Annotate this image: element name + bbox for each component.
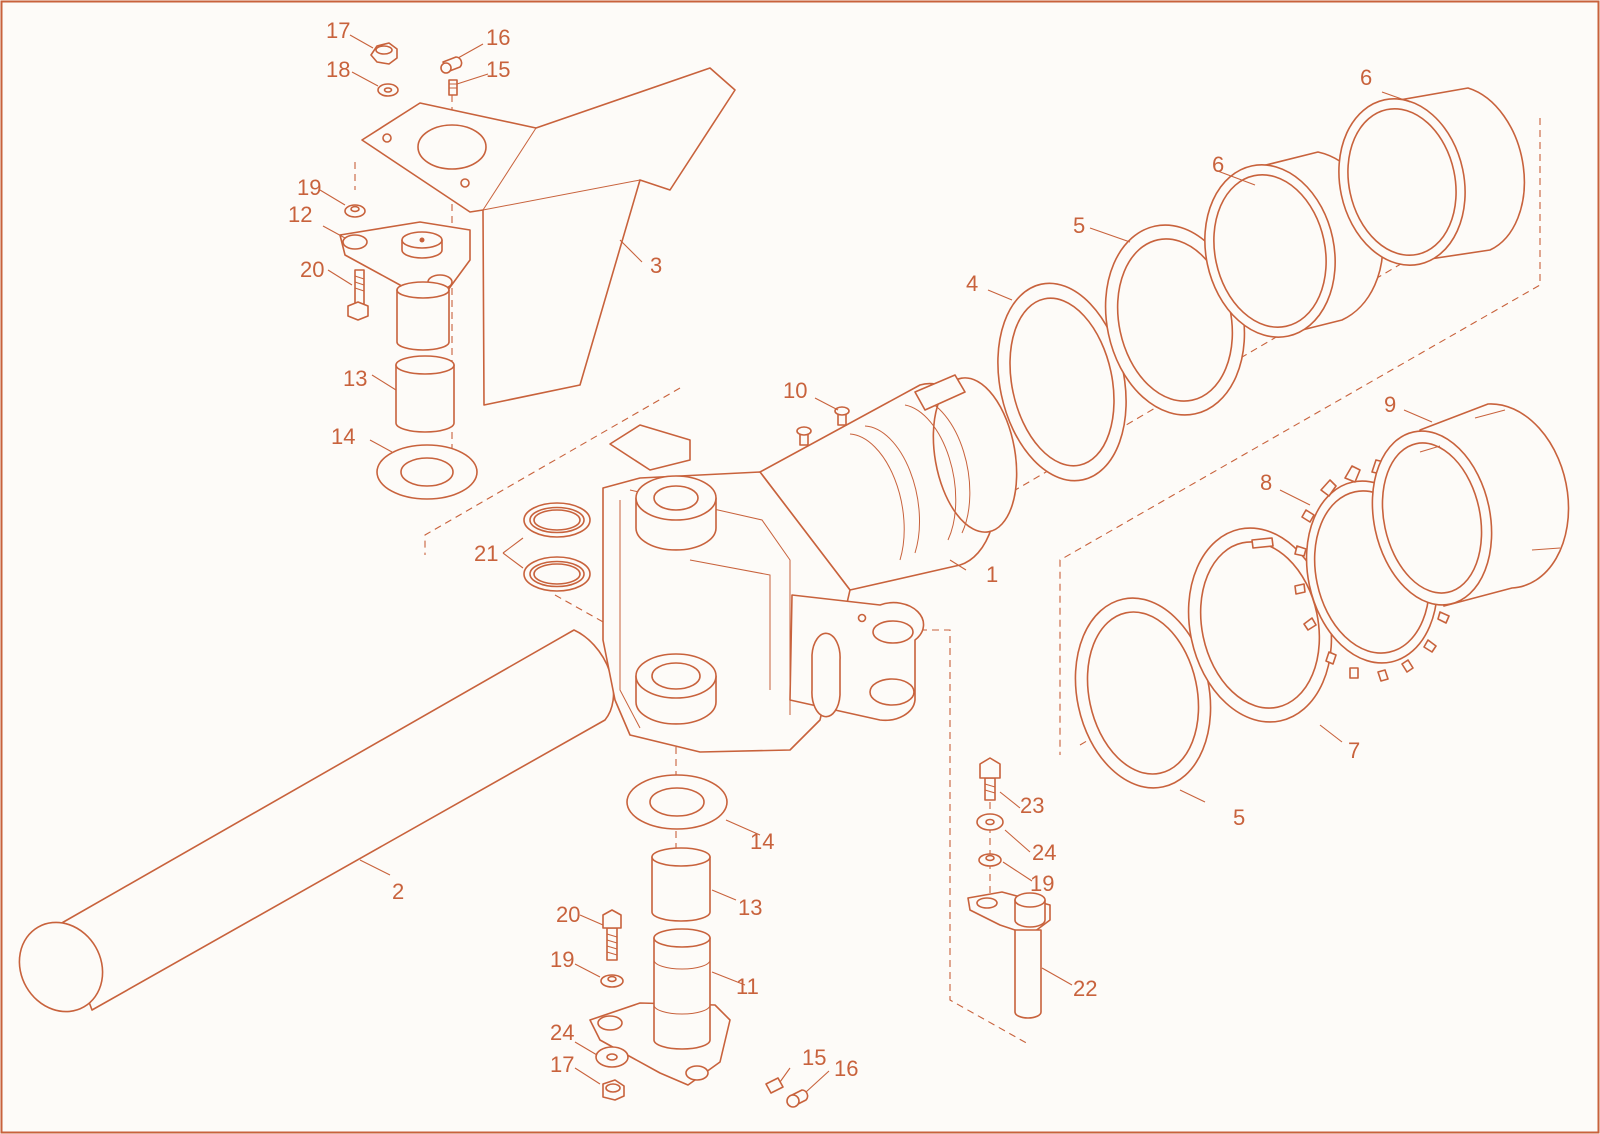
callout-5-upper: 5 xyxy=(1073,213,1085,238)
callout-18: 18 xyxy=(326,57,350,82)
part-10-screws xyxy=(796,406,850,446)
callout-13-bottom: 13 xyxy=(738,895,762,920)
part-4-ring xyxy=(997,282,1127,482)
callout-21: 21 xyxy=(474,541,498,566)
callout-1: 1 xyxy=(986,562,998,587)
part-20-bolt-bottom xyxy=(602,909,622,961)
callout-4: 4 xyxy=(966,271,978,296)
callout-8: 8 xyxy=(1260,470,1272,495)
part-19-washer-right xyxy=(978,853,1002,867)
callout-24-bottom: 24 xyxy=(550,1020,574,1045)
part-17-nut-bottom xyxy=(602,1079,625,1101)
part-13-bushing-bottom xyxy=(651,847,711,922)
part-5-ring-lower xyxy=(1074,597,1212,789)
part-6-sleeve-right xyxy=(1338,87,1526,266)
part-18-washer xyxy=(377,83,399,97)
callout-24-right: 24 xyxy=(1032,840,1056,865)
part-21-seals xyxy=(523,502,591,592)
callout-13-top: 13 xyxy=(343,366,367,391)
callout-11: 11 xyxy=(736,974,759,999)
part-19-washer-bottom xyxy=(600,974,624,988)
callout-6-right: 6 xyxy=(1360,65,1372,90)
part-3-plate xyxy=(361,67,736,406)
callout-16-top: 16 xyxy=(486,25,510,50)
part-9-slotted-nut xyxy=(1371,403,1570,607)
callout-labels: 1 2 3 4 5 5 6 6 7 8 9 10 11 12 13 13 14 … xyxy=(288,18,1396,1081)
part-22-pin xyxy=(967,891,1051,1019)
callout-20-top: 20 xyxy=(300,257,324,282)
part-12-bracket xyxy=(339,221,471,301)
part-7-keyed-washer xyxy=(1187,527,1333,723)
part-16-cap-top xyxy=(440,56,463,74)
callout-20-bottom: 20 xyxy=(556,902,580,927)
part-20-bolt-top xyxy=(347,269,369,321)
callout-19-right: 19 xyxy=(1030,871,1054,896)
bushing-upper xyxy=(396,281,450,351)
callout-10: 10 xyxy=(783,378,807,403)
part-17-nut-top xyxy=(370,42,398,65)
callout-14-bottom: 14 xyxy=(750,829,774,854)
part-13-bushing-top xyxy=(395,355,455,433)
callout-22: 22 xyxy=(1073,976,1097,1001)
callout-2: 2 xyxy=(392,879,404,904)
callout-17-bottom: 17 xyxy=(550,1052,574,1077)
part-14-washer-top xyxy=(376,444,478,500)
part-15-fitting-bottom xyxy=(765,1077,784,1094)
callout-19-bottom: 19 xyxy=(550,947,574,972)
part-24-washer-right xyxy=(976,813,1004,831)
part-15-fitting-top xyxy=(448,79,458,96)
callout-3: 3 xyxy=(650,253,662,278)
part-1-housing xyxy=(602,374,1018,753)
callout-12: 12 xyxy=(288,202,312,227)
callout-6-middle: 6 xyxy=(1212,152,1224,177)
callout-9: 9 xyxy=(1384,392,1396,417)
callout-23: 23 xyxy=(1020,793,1044,818)
leader-lines xyxy=(319,34,1433,1093)
part-11-pin-bracket xyxy=(589,928,731,1086)
callout-19-top: 19 xyxy=(297,175,321,200)
part-19-washer-top xyxy=(344,204,366,218)
callout-5-lower: 5 xyxy=(1233,805,1245,830)
part-2-tube xyxy=(18,629,615,1013)
callout-15-bottom: 15 xyxy=(802,1045,826,1070)
part-24-washer-bottom xyxy=(595,1046,629,1068)
callout-7: 7 xyxy=(1348,738,1360,763)
callout-17-top: 17 xyxy=(326,18,350,43)
part-23-bolt xyxy=(979,757,1001,801)
part-16-cap-bottom xyxy=(786,1089,809,1108)
callout-15-top: 15 xyxy=(486,57,510,82)
part-14-washer-bottom xyxy=(626,774,728,830)
callout-16-bottom: 16 xyxy=(834,1056,858,1081)
part-6-sleeve-middle xyxy=(1204,151,1384,338)
callout-14-top: 14 xyxy=(331,424,355,449)
